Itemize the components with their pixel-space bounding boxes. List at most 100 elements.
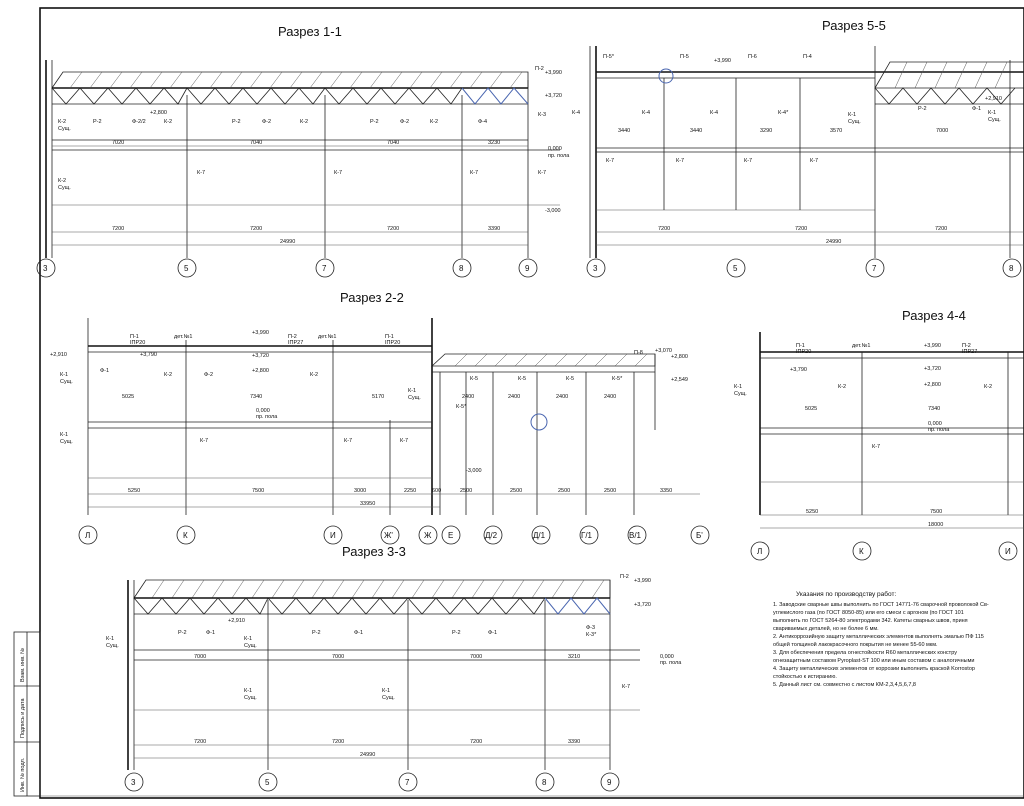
svg-text:5250: 5250 — [806, 509, 818, 515]
svg-text:7500: 7500 — [930, 509, 942, 515]
svg-text:Сущ.: Сущ. — [408, 395, 421, 401]
svg-text:Сущ.: Сущ. — [60, 379, 73, 385]
note-line: выполнить по ГОСТ 5264-80 электродами 34… — [773, 618, 968, 624]
svg-text:3230: 3230 — [488, 140, 500, 146]
construction-notes: Указания по производству работ: 1. Завод… — [773, 590, 989, 688]
svg-text:К-7: К-7 — [400, 438, 408, 444]
svg-text:7200: 7200 — [250, 226, 262, 232]
svg-text:П-2: П-2 — [288, 334, 297, 340]
svg-text:7: 7 — [322, 264, 327, 273]
svg-text:8: 8 — [459, 264, 464, 273]
svg-text:7: 7 — [872, 264, 877, 273]
svg-text:2400: 2400 — [462, 394, 474, 400]
svg-text:Л: Л — [757, 547, 762, 556]
svg-text:К-2: К-2 — [838, 384, 846, 390]
svg-text:Ф-2: Ф-2 — [262, 119, 271, 125]
note-line: стойкостью к истиранию. — [773, 673, 837, 680]
axis-bubbles: 3 5 7 8 9 — [124, 772, 620, 792]
note-line: 4. Защиту металлических элементов от кор… — [773, 665, 975, 672]
svg-text:К-5*: К-5* — [612, 376, 623, 382]
svg-text:П-1: П-1 — [130, 334, 139, 340]
svg-text:+3,990: +3,990 — [924, 343, 941, 349]
svg-text:Ж: Ж — [424, 531, 432, 540]
svg-text:7340: 7340 — [250, 394, 262, 400]
axis-bubbles: Л К И — [750, 541, 1018, 561]
stamp-cell: Подпись и дата — [20, 698, 26, 738]
svg-text:Ф-2/2: Ф-2/2 — [132, 119, 146, 125]
svg-text:Ф-1: Ф-1 — [972, 106, 981, 112]
svg-text:пр. пола: пр. пола — [548, 153, 570, 159]
svg-text:9: 9 — [525, 264, 530, 273]
svg-text:+2,910: +2,910 — [50, 352, 67, 358]
note-line: огнезащитным составом Pyroplast-ST 100 и… — [773, 658, 975, 664]
svg-text:8: 8 — [1009, 264, 1014, 273]
svg-text:К-5: К-5 — [518, 376, 526, 382]
svg-text:7200: 7200 — [112, 226, 124, 232]
svg-text:+3,990: +3,990 — [634, 578, 651, 584]
svg-text:К-1: К-1 — [734, 384, 742, 390]
svg-text:К-7: К-7 — [334, 170, 342, 176]
svg-text:3440: 3440 — [618, 128, 630, 134]
svg-text:+3,790: +3,790 — [790, 367, 807, 373]
svg-text:3210: 3210 — [568, 654, 580, 660]
svg-text:+2,800: +2,800 — [150, 110, 167, 116]
svg-text:Р-2: Р-2 — [370, 119, 379, 125]
svg-text:5: 5 — [733, 264, 738, 273]
svg-text:Е: Е — [448, 531, 453, 540]
svg-text:Сущ.: Сущ. — [734, 391, 747, 397]
note-line: 1. Заводские сварные швы выполнить по ГО… — [773, 601, 989, 608]
svg-text:Сущ.: Сущ. — [988, 117, 1001, 123]
svg-text:0,000: 0,000 — [256, 408, 270, 414]
svg-text:IПР20: IПР20 — [130, 340, 145, 346]
svg-text:Д/1: Д/1 — [533, 531, 546, 540]
svg-text:5025: 5025 — [805, 406, 817, 412]
axis-bubbles: Л К И Ж' Ж Е Д/2 Д/1 Г/1 В/1 Б' — [78, 525, 710, 545]
svg-text:+2,910: +2,910 — [985, 96, 1002, 102]
svg-text:Сущ.: Сущ. — [58, 185, 71, 191]
svg-text:Ф-2: Ф-2 — [400, 119, 409, 125]
svg-text:В/1: В/1 — [629, 531, 642, 540]
svg-text:5: 5 — [265, 778, 270, 787]
section-2-2: Разрез 2-2 П-1 IПР20 дет.№1 П-2 IПР27 де… — [50, 290, 710, 545]
svg-text:К-5: К-5 — [566, 376, 574, 382]
svg-text:дет.№1: дет.№1 — [318, 334, 336, 340]
svg-text:7200: 7200 — [387, 226, 399, 232]
svg-text:И: И — [1005, 547, 1011, 556]
svg-text:К-7: К-7 — [538, 170, 546, 176]
svg-text:7340: 7340 — [928, 406, 940, 412]
stamp-cell: Взам. инв. № — [20, 648, 26, 682]
svg-text:К-7: К-7 — [197, 170, 205, 176]
svg-text:К-2: К-2 — [300, 119, 308, 125]
svg-text:К-2: К-2 — [164, 372, 172, 378]
svg-text:К-4*: К-4* — [778, 110, 789, 116]
svg-text:К-7: К-7 — [200, 438, 208, 444]
svg-text:Р-2: Р-2 — [93, 119, 102, 125]
svg-text:К-1: К-1 — [106, 636, 114, 642]
svg-text:7000: 7000 — [332, 654, 344, 660]
svg-text:К-7: К-7 — [606, 158, 614, 164]
svg-text:2400: 2400 — [508, 394, 520, 400]
svg-text:33950: 33950 — [360, 501, 375, 507]
svg-text:7200: 7200 — [795, 226, 807, 232]
svg-text:К-3*: К-3* — [586, 632, 597, 638]
svg-text:8: 8 — [542, 778, 547, 787]
svg-text:И: И — [330, 531, 336, 540]
svg-text:18000: 18000 — [928, 522, 943, 528]
svg-text:К-7: К-7 — [744, 158, 752, 164]
svg-text:3000: 3000 — [354, 488, 366, 494]
svg-text:IПР27: IПР27 — [962, 349, 977, 355]
svg-text:пр. пола: пр. пола — [928, 427, 950, 433]
svg-text:П-8: П-8 — [634, 350, 643, 356]
note-line: свариваемых деталей, но не более 6 мм. — [773, 625, 879, 632]
svg-text:Сущ.: Сущ. — [382, 695, 395, 701]
svg-text:+3,990: +3,990 — [545, 70, 562, 76]
svg-text:К-7: К-7 — [810, 158, 818, 164]
svg-text:7000: 7000 — [194, 654, 206, 660]
svg-text:К-1: К-1 — [848, 112, 856, 118]
svg-text:Ф-1: Ф-1 — [354, 630, 363, 636]
svg-text:3350: 3350 — [660, 488, 672, 494]
svg-text:2500: 2500 — [460, 488, 472, 494]
svg-text:2500: 2500 — [510, 488, 522, 494]
svg-text:К-5*: К-5* — [456, 404, 467, 410]
